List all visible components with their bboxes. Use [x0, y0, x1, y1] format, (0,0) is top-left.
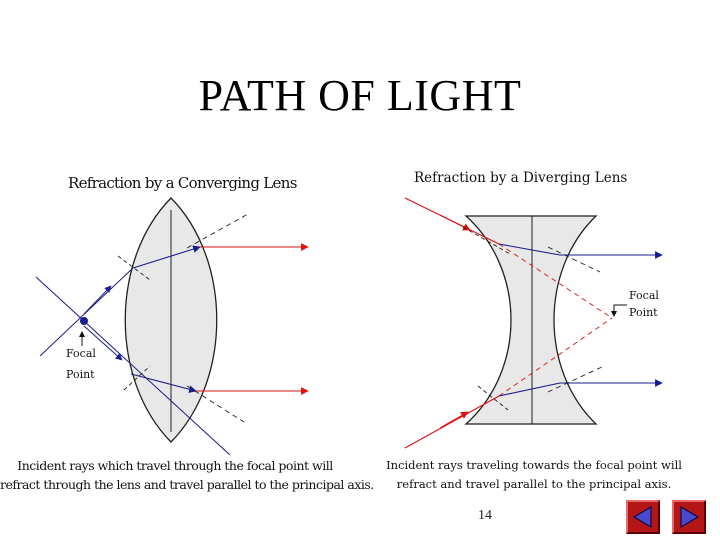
diverging-refracted-ray-upper: [498, 243, 561, 256]
diverging-lens-caption: Refraction by a Diverging Lens: [414, 170, 628, 186]
diverging-extension-upper: [498, 243, 613, 319]
converging-focal-point: [80, 317, 88, 325]
converging-lens-diagram: [35, 197, 309, 456]
diverging-normal-upper-in: [462, 226, 511, 255]
normal-line-lower-out: [186, 385, 245, 423]
diverging-lens-shape: [464, 215, 598, 425]
refracted-ray-upper: [132, 245, 201, 269]
diverging-point-label: Point: [629, 306, 658, 319]
diverging-focal-label: Focal: [629, 289, 659, 302]
converging-focal-label: Focal: [66, 347, 96, 360]
diverging-description-line2: refract and travel parallel to the princ…: [396, 477, 672, 491]
next-slide-button[interactable]: [672, 500, 706, 534]
incident-ray-upper: [35, 276, 231, 456]
converging-lens-caption: Refraction by a Converging Lens: [68, 174, 297, 192]
refracted-ray-lower: [130, 373, 197, 393]
normal-line-lower-in: [123, 365, 151, 391]
diverging-description: Incident rays traveling towards the foca…: [374, 456, 694, 494]
normal-line-upper-out: [186, 213, 249, 249]
converging-description-line1: Incident rays which travel through the f…: [17, 458, 333, 473]
converging-description-line2: refract through the lens and travel para…: [0, 477, 374, 492]
triangle-left-icon: [632, 505, 652, 529]
converging-description: Incident rays which travel through the f…: [0, 456, 374, 494]
page-title: PATH OF LIGHT: [198, 71, 522, 120]
diverging-focal-pointer: [613, 304, 627, 313]
diverging-extension-lower: [498, 317, 613, 397]
diverging-lens-diagram: [404, 197, 663, 449]
diverging-normal-upper-out: [547, 246, 601, 273]
diverging-description-line1: Incident rays traveling towards the foca…: [386, 458, 682, 472]
diverging-incident-ray-lower: [404, 395, 500, 449]
triangle-right-icon: [680, 505, 700, 529]
diverging-refracted-ray-lower: [498, 382, 561, 397]
converging-point-label: Point: [66, 368, 95, 381]
diverging-normal-lower-out: [547, 365, 605, 393]
page-number: 14: [478, 508, 492, 523]
previous-slide-button[interactable]: [626, 500, 660, 534]
